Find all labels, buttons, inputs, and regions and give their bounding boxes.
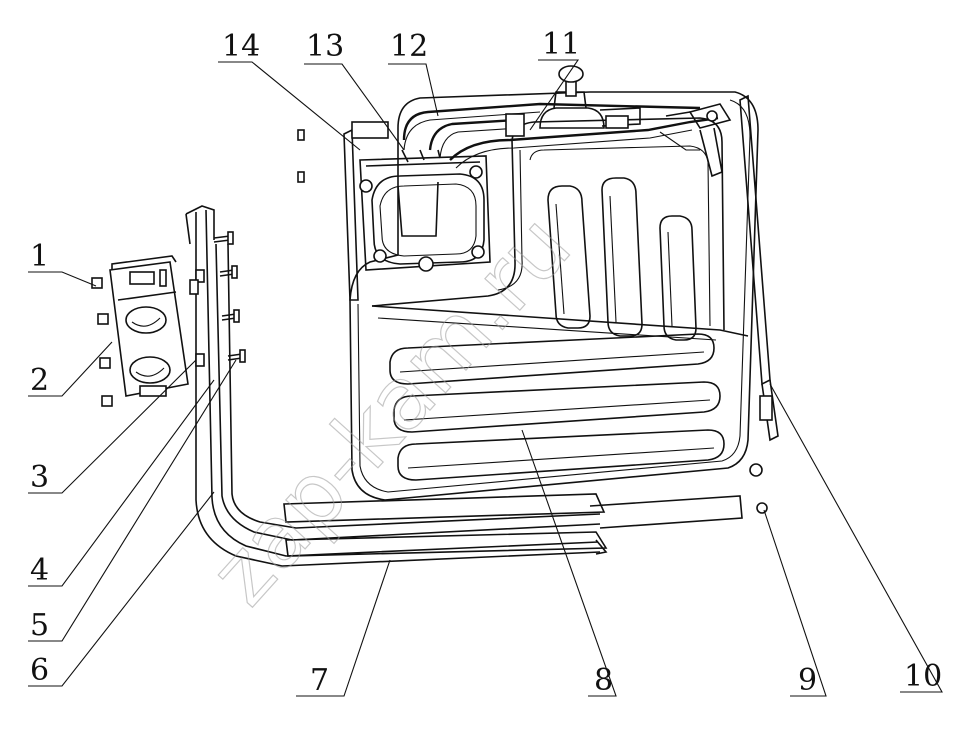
callout-1: 1 — [30, 239, 49, 274]
fuel-pump-module — [343, 121, 491, 301]
tank-rear-bracket — [739, 94, 779, 442]
callout-4: 4 — [30, 553, 49, 588]
callout-7: 7 — [310, 663, 329, 698]
callout-5: 5 — [30, 608, 49, 643]
strap-bolts — [213, 231, 246, 363]
front-ribs — [389, 333, 725, 481]
callout-11: 11 — [542, 27, 580, 62]
upper-ribs — [547, 177, 697, 341]
callout-9: 9 — [798, 663, 817, 698]
callout-10: 10 — [904, 659, 942, 694]
tank-strap — [185, 205, 743, 567]
bracket-nuts — [91, 277, 113, 407]
leader-lines — [28, 59, 943, 697]
callout-12: 12 — [390, 29, 428, 64]
bracket-plate — [109, 255, 189, 397]
fuel-tank — [349, 91, 759, 501]
fuel-lines — [402, 102, 732, 178]
callout-13: 13 — [306, 29, 344, 64]
callout-8: 8 — [594, 663, 613, 698]
filler-neck — [539, 65, 641, 129]
mount-bolts-top — [297, 129, 305, 183]
callout-labels: 1 2 3 4 5 6 7 8 9 10 11 12 13 14 — [30, 27, 942, 698]
callout-3: 3 — [30, 460, 49, 495]
watermark-text: zap-kam.ru — [191, 196, 590, 624]
callout-6: 6 — [30, 653, 49, 688]
callout-2: 2 — [30, 363, 49, 398]
callout-14: 14 — [222, 29, 260, 64]
nuts — [749, 463, 768, 514]
